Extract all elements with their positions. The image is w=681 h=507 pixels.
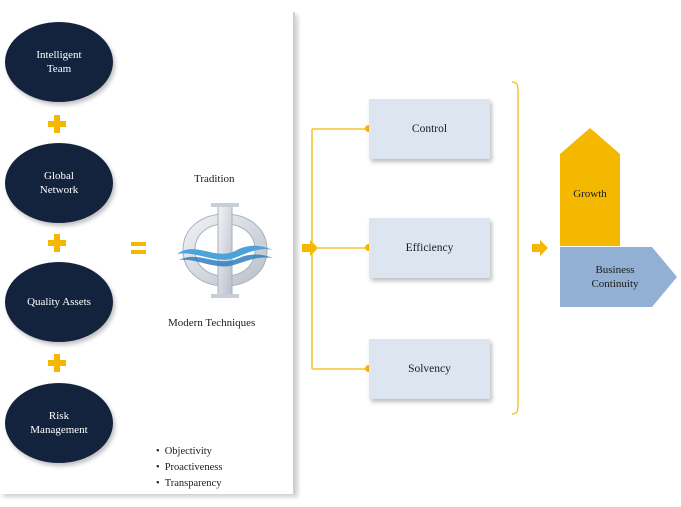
plus-icon: [48, 354, 66, 372]
business-continuity-label: Business Continuity: [591, 264, 639, 290]
values-list: Objectivity Proactiveness Transparency: [156, 444, 223, 492]
list-item: Objectivity: [156, 444, 222, 460]
list-item: Proactiveness: [156, 460, 223, 476]
circle-quality-assets: Quality Assets: [5, 262, 113, 342]
box-control: Control: [369, 99, 490, 159]
circle-risk-management: Risk Management: [5, 383, 113, 463]
equals-icon: [131, 241, 146, 255]
connector-dot: [365, 125, 372, 132]
plus-icon: [48, 115, 66, 133]
connector-dot: [365, 365, 372, 372]
circle-global-network: Global Network: [5, 143, 113, 223]
approach-panel: [0, 12, 295, 494]
box-solvency: Solvency: [369, 339, 490, 399]
modern-techniques-label: Modern Techniques: [168, 317, 256, 329]
box-efficiency: Efficiency: [369, 218, 490, 278]
list-item: Transparency: [156, 476, 222, 492]
phi-wave-logo-icon: [177, 203, 273, 298]
growth-label: Growth: [573, 188, 607, 200]
circle-intelligent-team: Intelligent Team: [5, 22, 113, 102]
outcome-shapes: [560, 128, 677, 307]
tradition-label: Tradition: [194, 173, 235, 185]
connector-dot: [365, 244, 372, 251]
plus-icon: [48, 234, 66, 252]
